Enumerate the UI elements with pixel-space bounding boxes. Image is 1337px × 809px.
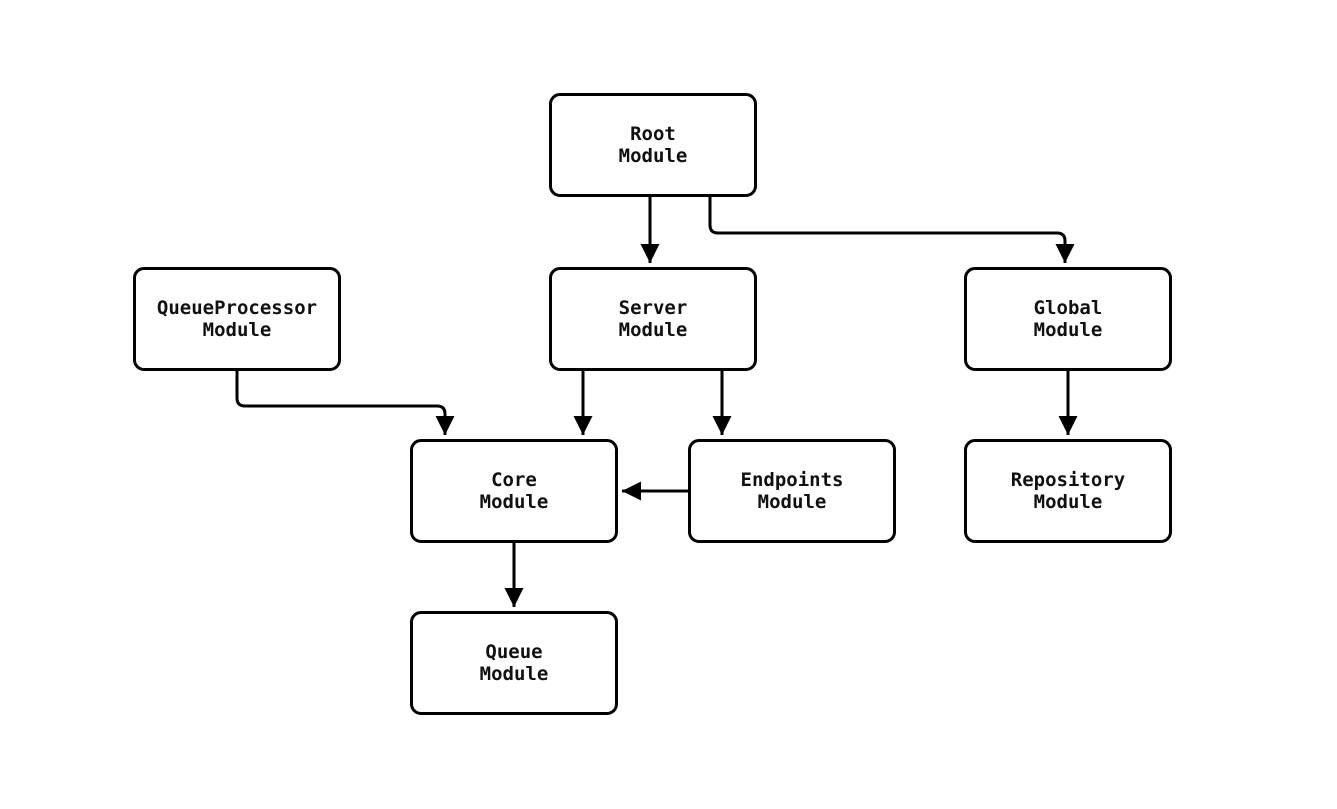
node-server-label-line2: Module [618, 319, 688, 341]
node-global-module: Global Module [964, 267, 1172, 371]
node-repository-label-line2: Module [1033, 491, 1103, 513]
node-root-label-line1: Root [630, 123, 676, 145]
node-queue-label-line2: Module [479, 663, 549, 685]
node-endpoints-module: Endpoints Module [688, 439, 896, 543]
node-queueprocessor-label-line2: Module [202, 319, 272, 341]
node-queue-module: Queue Module [410, 611, 618, 715]
edge-queueprocessor-to-core [235, 371, 455, 435]
node-endpoints-label-line1: Endpoints [740, 469, 844, 491]
node-core-label-line1: Core [491, 469, 537, 491]
node-global-label-line2: Module [1033, 319, 1103, 341]
node-queueprocessor-module: QueueProcessor Module [133, 267, 341, 371]
node-server-module: Server Module [549, 267, 757, 371]
node-core-module: Core Module [410, 439, 618, 543]
node-queue-label-line1: Queue [485, 641, 543, 663]
node-root-module: Root Module [549, 93, 757, 197]
node-repository-label-line1: Repository [1010, 469, 1126, 491]
node-endpoints-label-line2: Module [757, 491, 827, 513]
node-core-label-line2: Module [479, 491, 549, 513]
node-queueprocessor-label-line1: QueueProcessor [156, 297, 318, 319]
edge-root-to-global [708, 197, 1075, 263]
node-server-label-line1: Server [618, 297, 688, 319]
node-root-label-line2: Module [618, 145, 688, 167]
node-repository-module: Repository Module [964, 439, 1172, 543]
node-global-label-line1: Global [1033, 297, 1103, 319]
